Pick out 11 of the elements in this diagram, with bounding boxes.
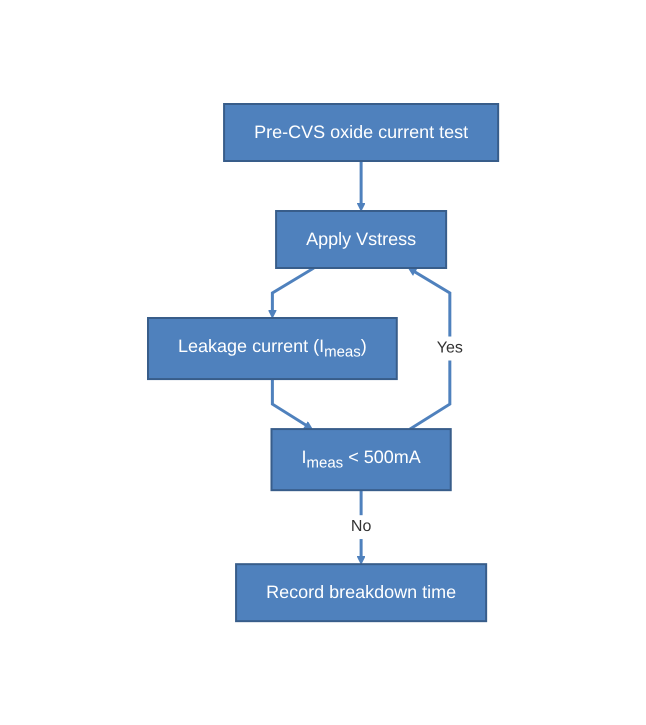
node-box: Pre-CVS oxide current test — [223, 102, 500, 162]
arrow — [268, 266, 315, 318]
arrow — [356, 160, 366, 212]
arrow — [270, 379, 313, 430]
node-box: I$_{meas}$ < 500mA — [270, 428, 452, 492]
node-box: Apply Vstress — [275, 210, 448, 269]
edge-label: No — [350, 518, 372, 536]
node-box: Leakage current (I$_{meas}$) — [146, 316, 398, 380]
edge-label: Yes — [436, 339, 463, 356]
node-box: Record breakdown time — [235, 563, 488, 622]
arrow — [408, 268, 452, 430]
